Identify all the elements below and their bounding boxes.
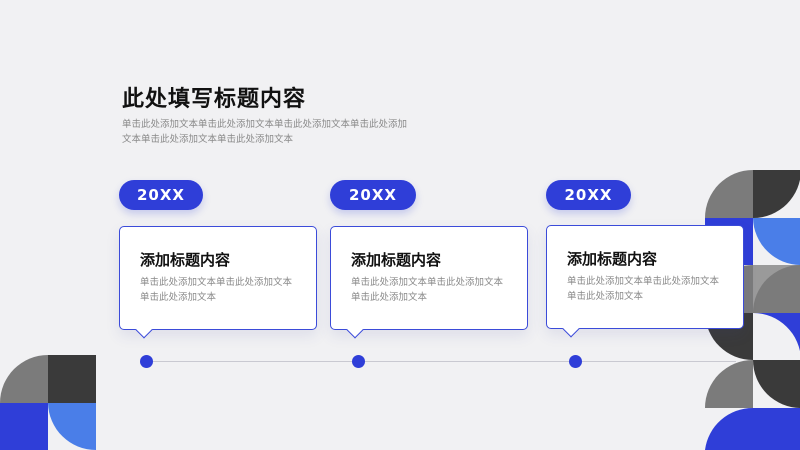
card-text: 单击此处添加文本单击此处添加文本单击此处添加文本 <box>140 275 300 305</box>
timeline-line <box>146 361 736 362</box>
card-pointer <box>136 322 153 339</box>
timeline-dot <box>569 355 582 368</box>
year-pill: 20XX <box>119 180 203 210</box>
timeline-card: 添加标题内容 单击此处添加文本单击此处添加文本单击此处添加文本 <box>119 226 317 330</box>
timeline-dot <box>140 355 153 368</box>
card-heading: 添加标题内容 <box>567 248 657 269</box>
card-heading: 添加标题内容 <box>140 249 230 270</box>
timeline-card: 添加标题内容 单击此处添加文本单击此处添加文本单击此处添加文本 <box>546 225 744 329</box>
card-pointer <box>347 322 364 339</box>
page-title: 此处填写标题内容 <box>122 81 306 113</box>
card-pointer <box>563 321 580 338</box>
timeline-dot <box>352 355 365 368</box>
card-text: 单击此处添加文本单击此处添加文本单击此处添加文本 <box>351 275 511 305</box>
timeline-card: 添加标题内容 单击此处添加文本单击此处添加文本单击此处添加文本 <box>330 226 528 330</box>
year-pill: 20XX <box>546 180 631 210</box>
page-subtitle: 单击此处添加文本单击此处添加文本单击此处添加文本单击此处添加文本单击此处添加文本… <box>122 117 407 147</box>
card-heading: 添加标题内容 <box>351 249 441 270</box>
decorative-pattern-left <box>0 355 96 450</box>
year-pill: 20XX <box>330 180 416 210</box>
card-text: 单击此处添加文本单击此处添加文本单击此处添加文本 <box>567 274 727 304</box>
